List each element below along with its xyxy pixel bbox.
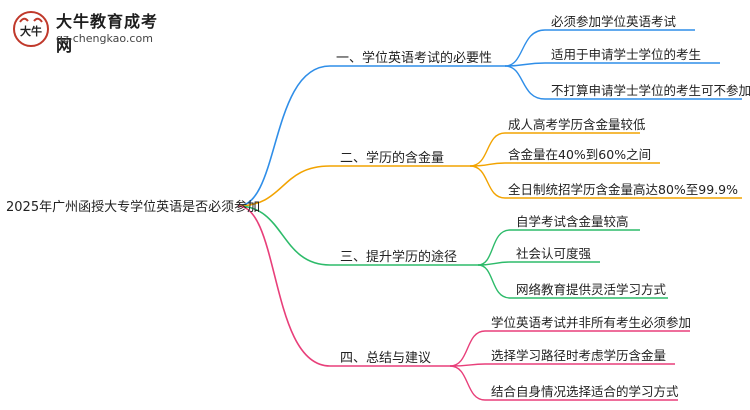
connector-root-branch-2	[237, 165, 470, 207]
branch-4-label: 四、总结与建议	[340, 351, 432, 366]
connector-b2-leaf-1	[469, 132, 640, 167]
logo-site-url: gz-chengkao.com	[56, 32, 153, 45]
site-logo[interactable]: 大牛 大牛教育成考网 gz-chengkao.com	[8, 6, 168, 55]
connector-b4-leaf-2	[449, 363, 675, 367]
branch-1-leaf-3: 不打算申请学士学位的考生可不参加	[551, 83, 750, 98]
connector-b2-leaf-2	[469, 162, 660, 167]
connector-b3-leaf-2	[477, 261, 600, 266]
branch-2-leaf-2: 含金量在40%到60%之间	[508, 147, 652, 162]
connector-b1-leaf-2	[504, 62, 720, 67]
connector-b4-leaf-1	[449, 330, 690, 367]
connector-root-branch-4	[237, 205, 450, 367]
branch-1-leaf-2: 适用于申请学士学位的考生	[551, 47, 702, 62]
branch-3-leaf-3: 网络教育提供灵活学习方式	[516, 282, 667, 297]
branch-4-leaf-3: 结合自身情况选择适合的学习方式	[491, 384, 679, 399]
branch-4-leaf-2: 选择学习路径时考虑学历含金量	[491, 348, 667, 363]
mindmap-root-node: 2025年广州函授大专学位英语是否必须参加	[6, 200, 261, 215]
connector-b3-leaf-3	[477, 264, 668, 299]
branch-2-leaf-3: 全日制统招学历含金量高达80%至99.9%	[508, 182, 738, 197]
branch-4-leaf-1: 学位英语考试并非所有考生必须参加	[491, 315, 692, 330]
connector-b4-leaf-3	[449, 365, 678, 401]
branch-1-leaf-1: 必须参加学位英语考试	[551, 14, 677, 29]
connector-root-branch-3	[237, 205, 478, 266]
svg-text:大牛: 大牛	[20, 24, 42, 38]
branch-2-label: 二、学历的含金量	[340, 151, 445, 166]
connector-b2-leaf-3	[469, 165, 742, 199]
connector-b1-leaf-3	[504, 65, 742, 100]
connector-b3-leaf-1	[477, 229, 640, 266]
branch-2-leaf-1: 成人高考学历含金量较低	[508, 117, 646, 132]
branch-3-label: 三、提升学历的途径	[340, 250, 458, 265]
branch-1-label: 一、学位英语考试的必要性	[336, 51, 493, 66]
branch-3-leaf-2: 社会认可度强	[516, 246, 592, 261]
logo-site-name: 大牛教育成考网	[56, 12, 159, 55]
branch-3-leaf-1: 自学考试含金量较高	[516, 214, 629, 229]
connector-b1-leaf-1	[504, 29, 695, 67]
connector-root-branch-1	[237, 65, 505, 207]
bull-logo-icon: 大牛	[12, 10, 50, 48]
